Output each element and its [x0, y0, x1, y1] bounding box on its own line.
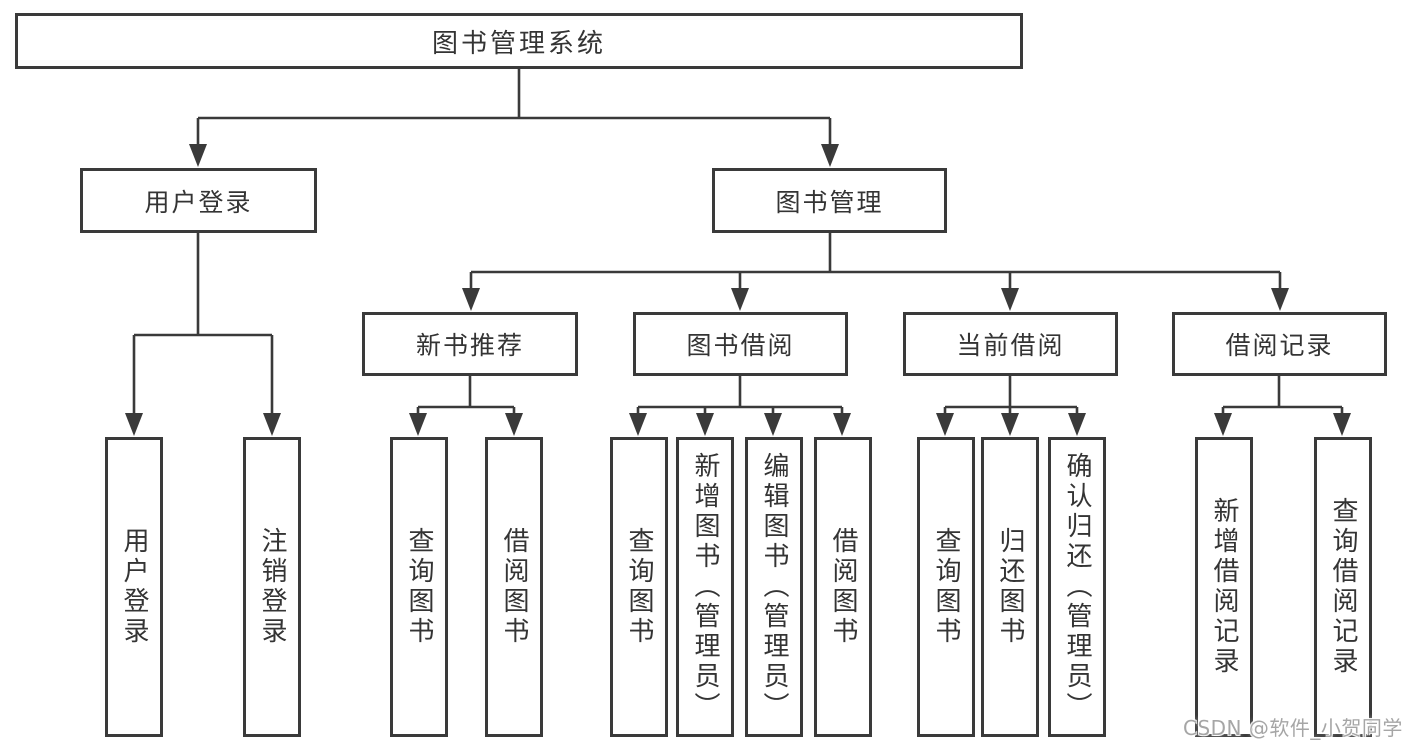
- connector-user-login-children: [125, 233, 281, 436]
- arrowhead-icon: [696, 413, 714, 436]
- leaf-query-books-current: 查询图书: [917, 437, 975, 737]
- connector-book-borrow-children: [629, 376, 851, 436]
- connector-new-book-children: [409, 376, 523, 436]
- leaf-add-borrow-record: 新增借阅记录: [1195, 437, 1253, 737]
- node-book-borrow: 图书借阅: [633, 312, 848, 376]
- leaf-query-borrow-record: 查询借阅记录: [1314, 437, 1372, 737]
- arrowhead-icon: [263, 413, 281, 436]
- arrowhead-icon: [1068, 413, 1086, 436]
- node-user-login: 用户登录: [80, 168, 317, 233]
- arrowhead-icon: [764, 413, 782, 436]
- node-current-borrow: 当前借阅: [903, 312, 1118, 376]
- arrowhead-icon: [462, 288, 480, 311]
- node-borrow-records: 借阅记录: [1172, 312, 1387, 376]
- arrowhead-icon: [409, 413, 427, 436]
- leaf-user-login: 用户登录: [105, 437, 163, 737]
- connector-book-management-children: [462, 233, 1289, 311]
- arrowhead-icon: [189, 144, 207, 167]
- leaf-edit-books-admin: 编辑图书（管理员）: [745, 437, 803, 737]
- leaf-add-books-admin: 新增图书（管理员）: [676, 437, 734, 737]
- node-new-book-recommend: 新书推荐: [362, 312, 578, 376]
- leaf-borrow-books-recommend: 借阅图书: [485, 437, 543, 737]
- csdn-watermark: CSDN @软件_小贺同学: [1183, 716, 1403, 740]
- arrowhead-icon: [1001, 413, 1019, 436]
- node-book-management: 图书管理: [712, 168, 947, 233]
- leaf-logout-login: 注销登录: [243, 437, 301, 737]
- arrowhead-icon: [731, 288, 749, 311]
- leaf-confirm-return-admin: 确认归还（管理员）: [1048, 437, 1106, 737]
- arrowhead-icon: [1271, 288, 1289, 311]
- leaf-query-books-recommend: 查询图书: [390, 437, 448, 737]
- arrowhead-icon: [833, 413, 851, 436]
- leaf-borrow-books: 借阅图书: [814, 437, 872, 737]
- node-library-management-system: 图书管理系统: [15, 13, 1023, 69]
- arrowhead-icon: [821, 144, 839, 167]
- arrowhead-icon: [629, 413, 647, 436]
- leaf-return-books: 归还图书: [981, 437, 1039, 737]
- arrowhead-icon: [1001, 288, 1019, 311]
- arrowhead-icon: [936, 413, 954, 436]
- arrowhead-icon: [125, 413, 143, 436]
- leaf-query-books-borrow: 查询图书: [610, 437, 668, 737]
- arrowhead-icon: [505, 413, 523, 436]
- connector-root-to-level1: [189, 69, 839, 167]
- connector-current-borrow-children: [936, 376, 1086, 436]
- arrowhead-icon: [1214, 413, 1232, 436]
- arrowhead-icon: [1333, 413, 1351, 436]
- connector-borrow-records-children: [1214, 376, 1351, 436]
